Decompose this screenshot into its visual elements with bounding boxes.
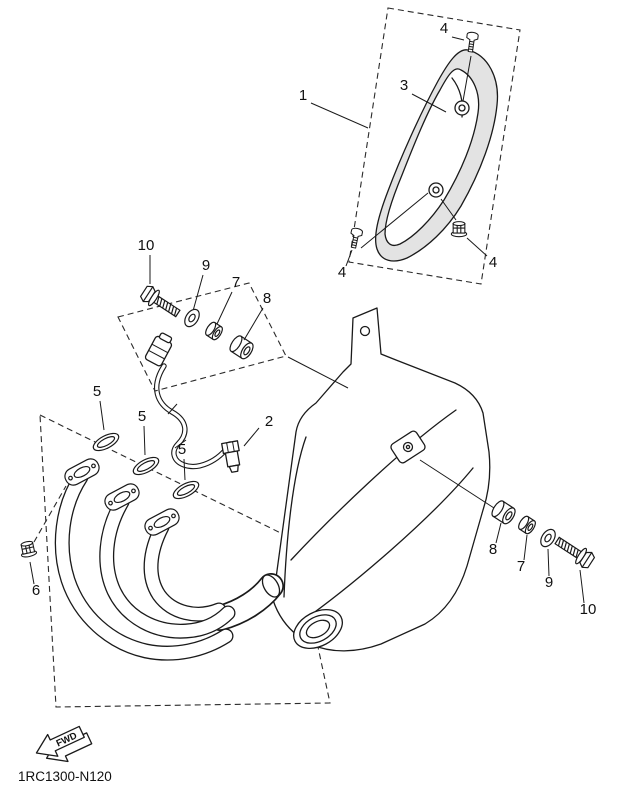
callout-5-a[interactable]: 5 [93, 383, 101, 400]
muffler-mount-boss [390, 430, 426, 464]
gasket-1 [90, 429, 122, 455]
shield-screw-leaders [345, 36, 488, 267]
right-callout-leaders [495, 522, 585, 604]
callout-8-left[interactable]: 8 [263, 290, 271, 307]
callout-5-b[interactable]: 5 [138, 408, 146, 425]
misc-callout-leaders [29, 93, 447, 585]
muffler-endcap-seam [283, 436, 307, 598]
callout-10-right[interactable]: 10 [580, 601, 597, 618]
callout-8-right[interactable]: 8 [489, 541, 497, 558]
fwd-arrow-face [35, 725, 85, 757]
muffler-seam-1 [290, 409, 457, 561]
header-pipe-1 [54, 469, 234, 661]
washer-9-right [537, 526, 559, 550]
muffler-outlet-tip [293, 609, 343, 649]
shield-hole-bottom [428, 182, 444, 198]
callout-4-right[interactable]: 4 [489, 254, 497, 271]
callout-3[interactable]: 3 [400, 77, 408, 94]
o2-sensor-body [221, 440, 241, 473]
part-code-label: 1RC1300-N120 [18, 769, 112, 784]
callout-9-left[interactable]: 9 [202, 257, 210, 274]
collar-7-left [203, 320, 225, 342]
flange-bolt-10-left [138, 283, 184, 322]
heat-shield [374, 49, 499, 262]
damper-8-right [489, 498, 519, 527]
callout-7-left[interactable]: 7 [232, 274, 240, 291]
collar-7-right [516, 514, 538, 536]
group-link-lines [287, 356, 495, 509]
nut-leader-dashed [33, 485, 67, 543]
muffler-inlet-joint [261, 574, 281, 598]
callout-6[interactable]: 6 [32, 582, 40, 599]
callout-7-right[interactable]: 7 [517, 558, 525, 575]
callout-1[interactable]: 1 [299, 87, 307, 104]
dashed-group-left-fasteners [117, 282, 287, 392]
cable-clamps [167, 403, 187, 449]
callout-2[interactable]: 2 [265, 413, 273, 430]
muffler-seam-2 [300, 467, 474, 623]
fwd-arrow: FWD [35, 725, 93, 763]
callout-4-left[interactable]: 4 [338, 264, 346, 281]
left-callout-leaders [149, 255, 264, 341]
shield-hole-top [454, 100, 470, 116]
o2-connector [144, 332, 173, 367]
callouts: 1 2 3 4 4 4 5 5 5 6 10 9 7 8 8 7 9 10 [32, 20, 597, 618]
shield-nut-4-right [450, 221, 468, 238]
muffler-body [272, 307, 491, 652]
shield-screw-4-left [347, 226, 364, 250]
header-pipe-2 [99, 494, 236, 639]
callout-4-top[interactable]: 4 [440, 20, 448, 37]
dashed-group-headers [39, 414, 331, 708]
callout-9-right[interactable]: 9 [545, 574, 553, 591]
callout-5-c[interactable]: 5 [178, 441, 186, 458]
damper-8-left [227, 333, 257, 362]
muffler-assembly [272, 307, 491, 652]
exhaust-header-pipes [54, 455, 284, 661]
gasket-2 [130, 453, 162, 479]
header-pipe-3 [143, 519, 227, 622]
flange-nut-6 [18, 539, 38, 559]
dashed-group-heat-shield [348, 7, 521, 285]
heat-shield-inner [384, 68, 480, 247]
flange-bolt-10-right [551, 532, 597, 571]
o2-sensor [144, 332, 241, 473]
washer-9-left [181, 306, 203, 330]
muffler-bracket-hole [359, 325, 371, 337]
callout-10-left[interactable]: 10 [138, 237, 155, 254]
